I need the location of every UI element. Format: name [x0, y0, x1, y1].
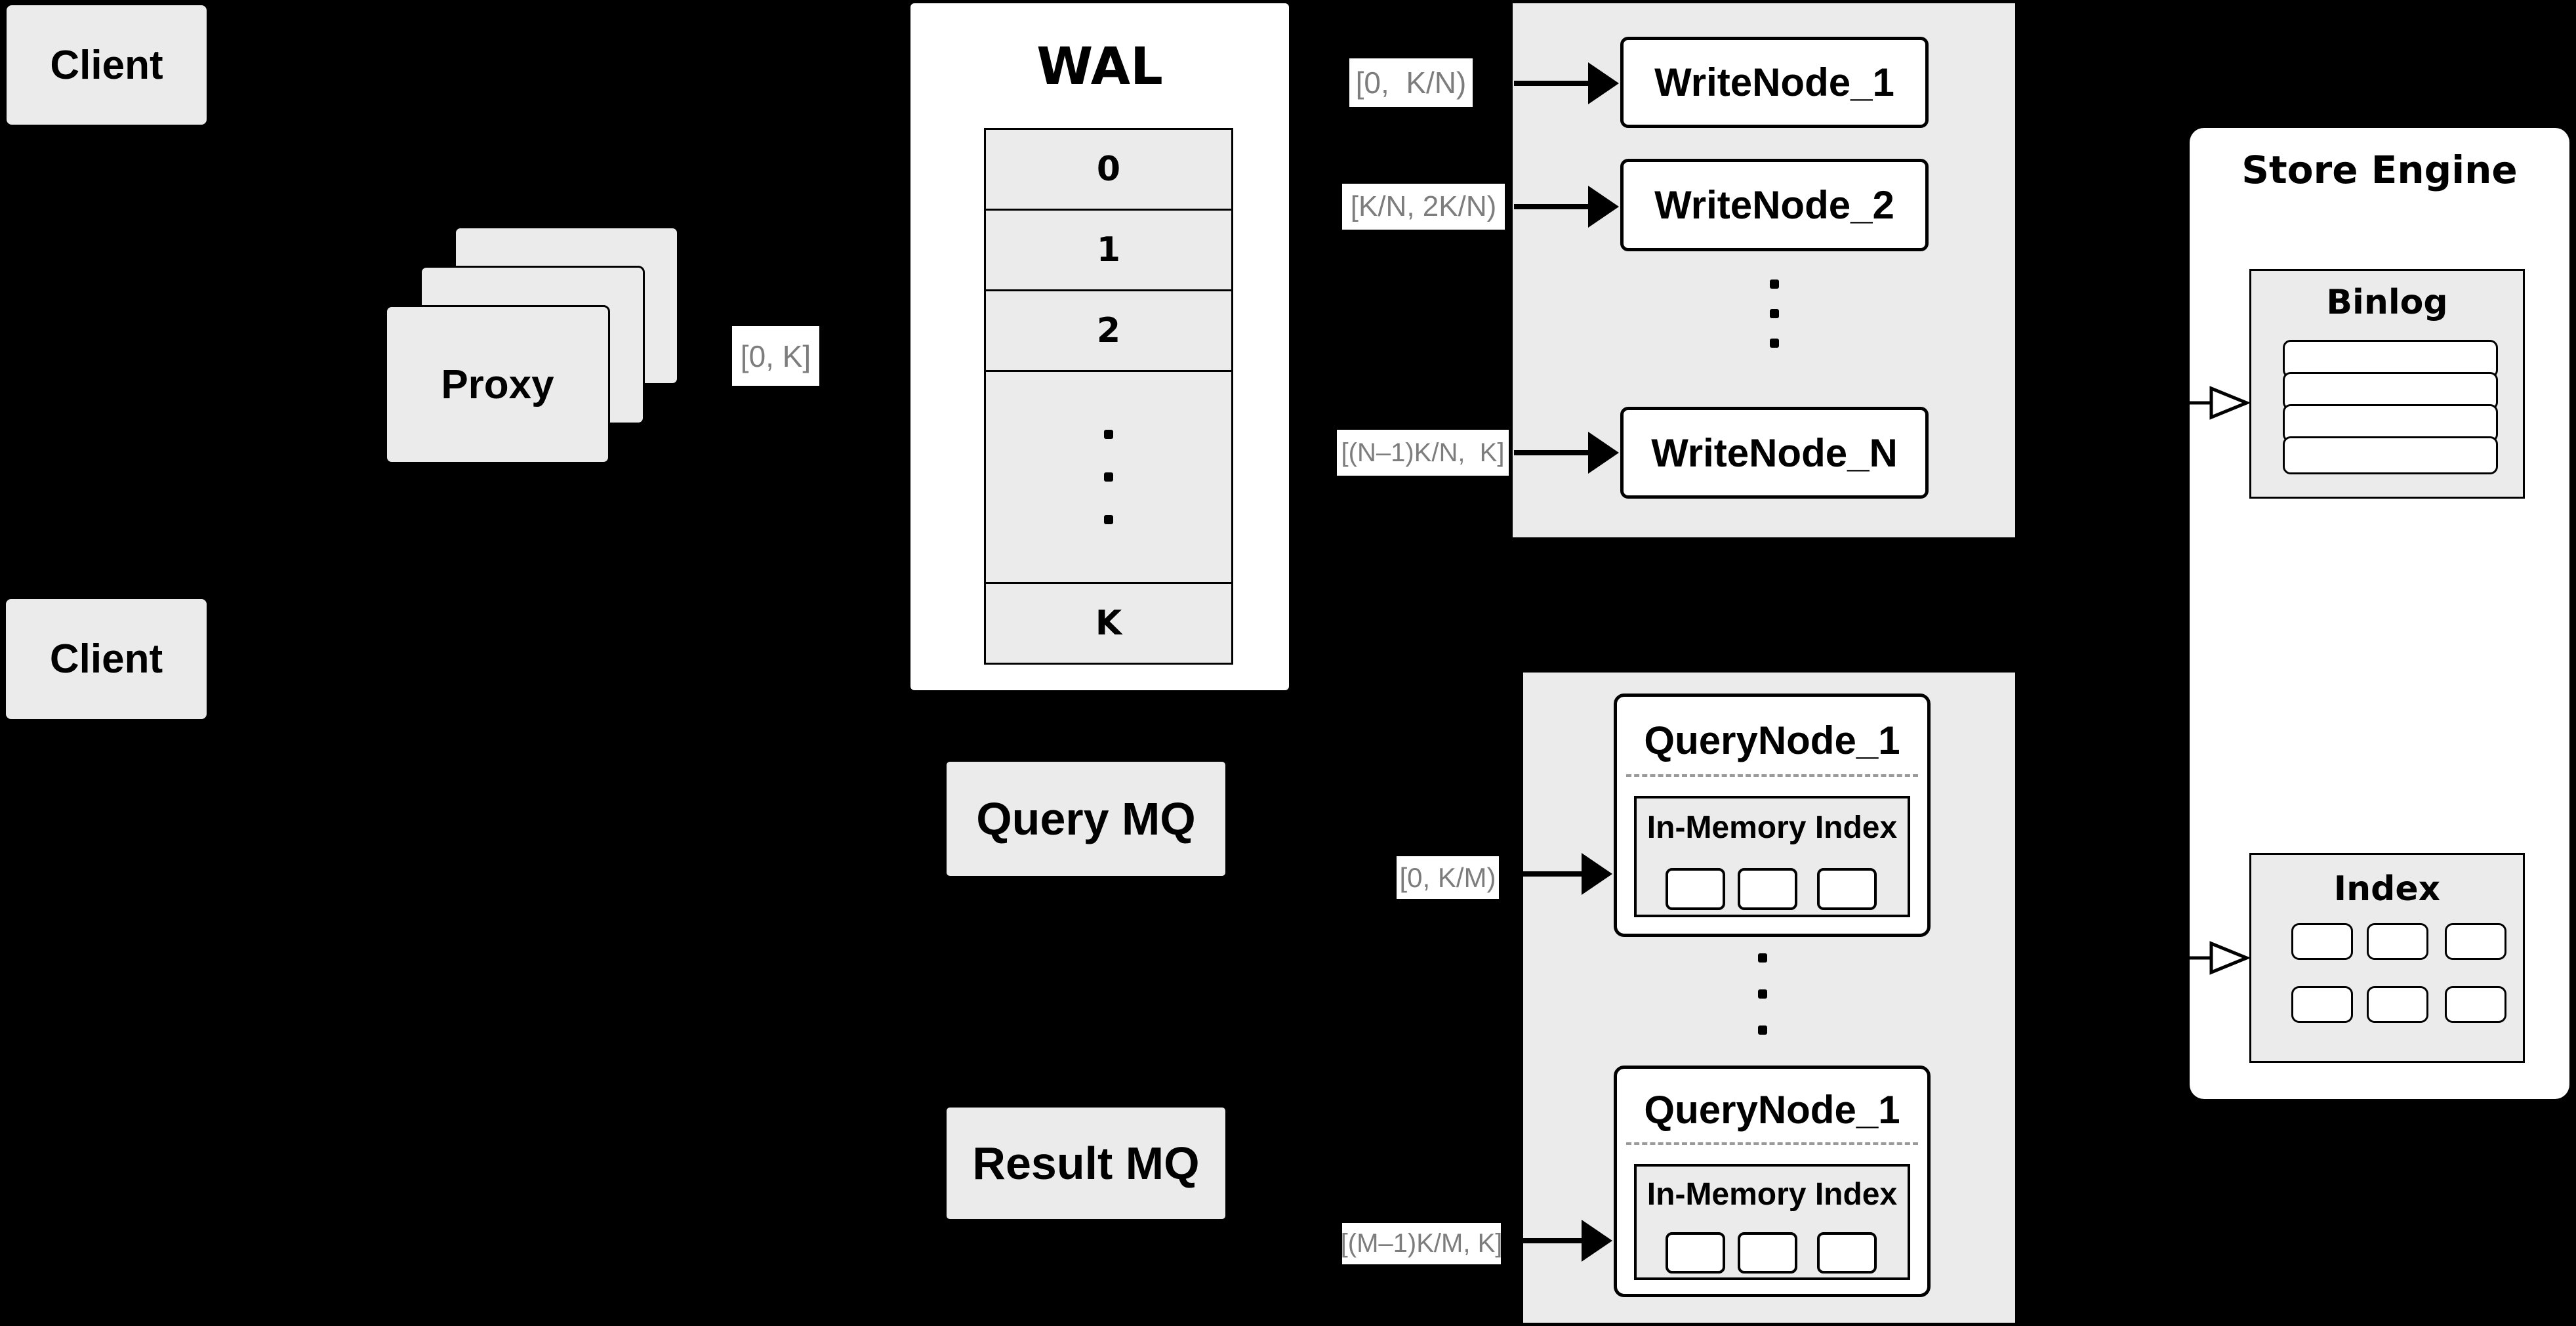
binlog-row: [2283, 436, 2498, 474]
index-box: Index: [2249, 853, 2525, 1063]
proxy-card-front: Proxy: [385, 305, 610, 464]
write-node-1: WriteNode_1: [1620, 37, 1929, 128]
dashed-divider-bottom: [1626, 1142, 1918, 1145]
proxy-label: Proxy: [441, 362, 554, 407]
index-cell: [2445, 923, 2506, 960]
vertical-dots-icon: [1104, 430, 1113, 524]
write-node-2: WriteNode_2: [1620, 159, 1929, 251]
wal-row-1-label: 1: [1096, 230, 1121, 270]
store-engine-title: Store Engine: [2241, 148, 2518, 192]
store-engine-box: Store Engine Binlog Index: [2190, 128, 2569, 1099]
range-label-0-k: [0, K]: [732, 326, 819, 386]
range-label-n1kn-k: [(N–1)K/N, K]: [1337, 430, 1509, 476]
in-memory-index-bottom: In-Memory Index: [1634, 1164, 1910, 1280]
binlog-box: Binlog: [2249, 269, 2525, 499]
write-node-n-label: WriteNode_N: [1651, 430, 1898, 475]
write-node-n: WriteNode_N: [1620, 407, 1929, 499]
segment-box: [1738, 1232, 1797, 1274]
wal-title: WAL: [1036, 37, 1163, 96]
wal-row-2: 2: [984, 289, 1233, 372]
segment-box: [1817, 1232, 1877, 1274]
client-bottom-label: Client: [49, 636, 163, 682]
result-mq-label: Result MQ: [972, 1138, 1200, 1189]
index-cell: [2291, 986, 2353, 1023]
in-memory-index-top-title: In-Memory Index: [1646, 810, 1898, 845]
index-cell: [2291, 923, 2353, 960]
client-top-label: Client: [50, 42, 163, 88]
wal-container: WAL 0 1 2 K: [910, 3, 1289, 690]
in-memory-index-top: In-Memory Index: [1634, 796, 1910, 917]
client-box-bottom: Client: [6, 599, 207, 719]
query-node-bottom-title: QueryNode_1: [1644, 1088, 1900, 1132]
query-node-bottom: QueryNode_1 In-Memory Index: [1614, 1066, 1931, 1297]
wal-row-1: 1: [984, 209, 1233, 291]
wal-row-2-label: 2: [1096, 311, 1121, 350]
wal-row-k-label: K: [1095, 604, 1122, 643]
write-node-2-label: WriteNode_2: [1654, 183, 1894, 227]
client-box-top: Client: [7, 5, 207, 125]
segment-box: [1817, 868, 1877, 910]
query-node-top: QueryNode_1 In-Memory Index: [1614, 694, 1931, 937]
wal-row-k: K: [984, 582, 1233, 665]
query-node-top-title: QueryNode_1: [1644, 718, 1900, 762]
index-title: Index: [2333, 869, 2441, 909]
query-node-group: QueryNode_1 In-Memory Index QueryNode_1 …: [1523, 673, 2015, 1323]
binlog-row: [2283, 372, 2498, 410]
result-mq-box: Result MQ: [947, 1108, 1225, 1219]
write-node-dots-icon: [1770, 280, 1779, 348]
write-node-1-label: WriteNode_1: [1654, 60, 1894, 104]
query-mq-label: Query MQ: [976, 793, 1196, 844]
wal-row-0: 0: [984, 128, 1233, 211]
index-cell: [2367, 923, 2428, 960]
write-node-group: WriteNode_1 WriteNode_2 WriteNode_N: [1513, 3, 2015, 537]
wal-row-0-label: 0: [1096, 150, 1121, 189]
range-label-kn-2kn: [K/N, 2K/N): [1342, 184, 1505, 230]
range-label-m1km-k: [(M–1)K/M, K]: [1341, 1223, 1502, 1264]
range-label-0-kn: [0, K/N): [1349, 58, 1473, 107]
dashed-divider-top: [1626, 774, 1918, 777]
segment-box: [1666, 1232, 1725, 1274]
binlog-title: Binlog: [2326, 283, 2448, 322]
index-cell: [2445, 986, 2506, 1023]
range-label-0-km: [0, K/M): [1397, 856, 1499, 899]
segment-box: [1666, 868, 1725, 910]
in-memory-index-bottom-title: In-Memory Index: [1646, 1177, 1898, 1212]
wal-table: 0 1 2 K: [984, 128, 1233, 665]
segment-box: [1738, 868, 1797, 910]
query-mq-box: Query MQ: [947, 762, 1225, 876]
query-node-dots-icon: [1758, 953, 1767, 1035]
wal-row-dots: [984, 370, 1233, 584]
index-cell: [2367, 986, 2428, 1023]
